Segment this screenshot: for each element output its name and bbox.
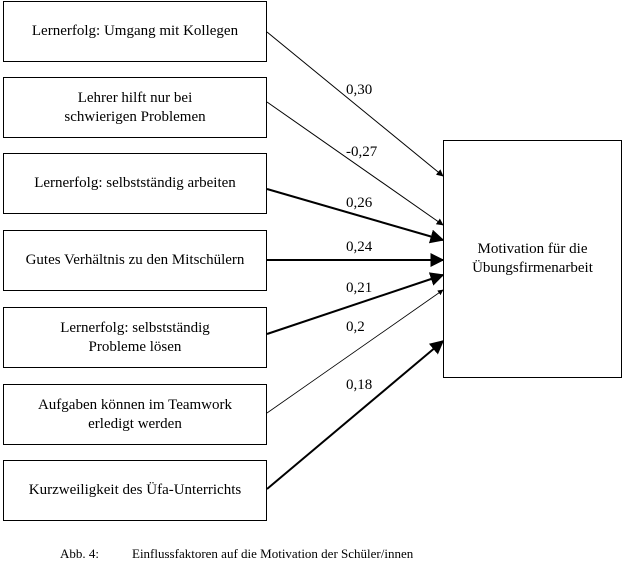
path-arrow-7 [266,340,445,490]
factor-box-teamwork: Aufgaben können im Teamwork erledigt wer… [3,384,267,445]
factor-box-umgang-kollegen: Lernerfolg: Umgang mit Kollegen [3,1,267,62]
factor-box-lehrer-hilft: Lehrer hilft nur bei schwierigen Problem… [3,77,267,138]
factor-label: Kurzweiligkeit des Üfa-Unterrichts [28,482,242,498]
coefficient-label: 0,30 [346,82,373,98]
factor-label: Lernerfolg: selbstständig arbeiten [34,175,236,191]
factor-label: Lehrer hilft nur bei schwierigen Problem… [64,89,206,125]
coefficient-label: 0,18 [346,377,373,393]
caption-text: Einflussfaktoren auf die Motivation der … [132,546,414,561]
coefficient-label: 0,24 [346,239,373,255]
factor-box-kurzweiligkeit: Kurzweiligkeit des Üfa-Unterrichts [3,460,267,521]
factor-box-verhaeltnis-mitschueler: Gutes Verhältnis zu den Mitschülern [3,230,267,291]
factor-box-selbststaendig-arbeiten: Lernerfolg: selbstständig arbeiten [3,153,267,214]
coefficient-label: 0,26 [346,195,373,211]
path-arrow-6 [266,289,444,414]
path-arrow-5 [266,272,445,335]
coefficient-label: -0,27 [346,144,378,160]
target-label: Motivation für die Übungsfirmenarbeit [472,241,593,276]
target-box-motivation: Motivation für die Übungsfirmenarbeit [443,140,622,378]
factor-label: Lernerfolg: Umgang mit Kollegen [31,23,239,39]
path-arrow-2 [266,101,444,226]
path-arrow-1 [266,31,444,177]
factor-box-probleme-loesen: Lernerfolg: selbstständig Probleme lösen [3,307,267,368]
caption-number: Abb. 4: [60,546,99,561]
coefficient-label: 0,2 [346,319,365,335]
figure-caption: Abb. 4: Einflussfaktoren auf die Motivati… [60,546,413,561]
path-arrow-3 [266,188,445,244]
factor-label: Aufgaben können im Teamwork erledigt wer… [37,396,233,432]
factor-label: Gutes Verhältnis zu den Mitschülern [25,252,245,268]
factor-label: Lernerfolg: selbstständig Probleme lösen [60,319,210,355]
coefficient-label: 0,21 [346,280,373,296]
